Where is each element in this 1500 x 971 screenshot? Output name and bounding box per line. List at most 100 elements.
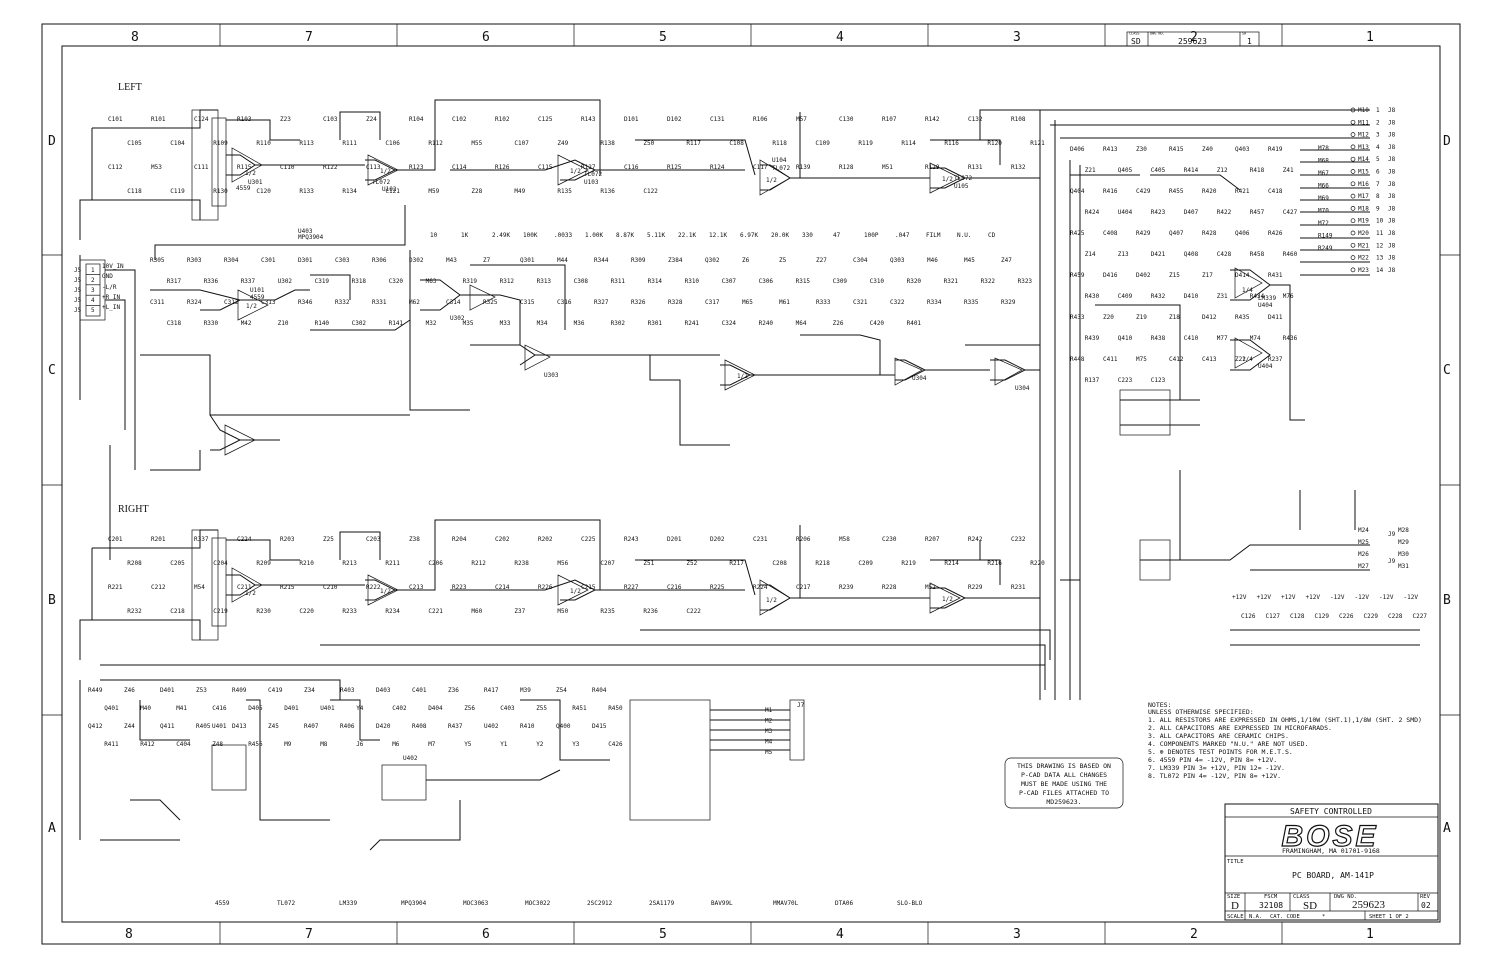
zone-col-bottom-4: 4	[836, 927, 844, 942]
ref-designator: R213	[342, 560, 357, 567]
ref-designator: C116	[624, 164, 639, 171]
test-point-marker	[1350, 144, 1356, 150]
ref-designator: C107	[514, 140, 529, 147]
j8-label: J8	[1388, 144, 1396, 151]
u303-label: U303	[544, 372, 559, 379]
ref-designator: R414	[1184, 167, 1199, 174]
tb-dwg-label: DWG NO.	[1334, 894, 1357, 900]
ref-designator: Q302	[705, 257, 720, 264]
ref-designator: R223	[452, 584, 467, 591]
ref-designator: Z14	[1085, 251, 1096, 258]
ref-designator: C101	[108, 116, 123, 123]
ref-designator: M60	[471, 608, 482, 615]
ref-designator: R438	[1151, 335, 1166, 342]
j8-label: J8	[1388, 193, 1396, 200]
ref-designator: 1.00K	[585, 232, 603, 239]
ref-designator: R449	[88, 687, 103, 694]
rev-value: 02	[1421, 901, 1431, 910]
j8-test-point: M17	[1358, 193, 1369, 200]
test-point-marker	[1350, 242, 1356, 248]
ref-designator: C104	[170, 140, 185, 147]
decoupling-cap-ref: C228	[1388, 613, 1403, 620]
ref-designator: Z18	[1169, 314, 1180, 321]
ref-designator: R328	[668, 299, 683, 306]
test-point-marker	[1350, 230, 1356, 236]
zone-col-top-4: 4	[836, 30, 844, 45]
j8-test-point: M10	[1358, 107, 1369, 114]
j5-label-1: J5	[74, 267, 82, 274]
ref-designator: C317	[705, 299, 720, 306]
ref-designator: R114	[901, 140, 916, 147]
j8-test-point: M16	[1358, 181, 1369, 188]
j9-test-point: M28	[1398, 527, 1409, 534]
ref-designator: R406	[340, 723, 355, 730]
zone-col-bottom-2: 2	[1190, 927, 1198, 942]
ref-designator: C231	[753, 536, 768, 543]
ref-designator: C428	[1217, 251, 1232, 258]
u301-half: 1/2	[245, 170, 256, 177]
ref-designator: M39	[520, 687, 531, 694]
zone-col-bottom-7: 7	[305, 927, 313, 942]
ref-designator: R455	[1169, 188, 1184, 195]
j8-label: J8	[1388, 230, 1396, 237]
ref-designator: C207	[600, 560, 615, 567]
ref-designator: R304	[224, 257, 239, 264]
j9-test-point: M29	[1398, 539, 1409, 546]
zone-col-bottom-8: 8	[125, 927, 133, 942]
u404-type: LM339	[1258, 295, 1276, 302]
ref-designator: R117	[686, 140, 701, 147]
j5-label-2: J5	[74, 277, 82, 284]
ref-designator: R458	[1250, 251, 1265, 258]
ref-designator: R403	[340, 687, 355, 694]
ref-designator: Q403	[1235, 146, 1250, 153]
pcad-line-4: MD259623.	[1046, 798, 1081, 806]
ref-designator: Y4	[356, 705, 364, 712]
ref-designator: R431	[1268, 272, 1283, 279]
ref-designator: 5.11K	[647, 232, 665, 239]
ref-designator: M33	[500, 320, 511, 327]
ref-designator: R235	[600, 608, 615, 615]
ref-designator: R460	[1283, 251, 1298, 258]
rev-label: REV	[1420, 894, 1431, 900]
ref-designator: C103	[323, 116, 338, 123]
u201-half: 1/2	[245, 590, 256, 597]
j7-test-point: M5	[765, 749, 773, 756]
u301-label: U301	[248, 179, 263, 186]
j9-label: J9	[1388, 531, 1396, 538]
ref-designator: R209	[256, 560, 271, 567]
notes-heading: NOTES:	[1148, 701, 1171, 709]
mid-section-wiring	[79, 250, 1041, 560]
ref-designator: R426	[1268, 230, 1283, 237]
ref-designator: 330	[802, 232, 813, 239]
ref-designator: D402	[1136, 272, 1151, 279]
ref-designator: Z55	[536, 705, 547, 712]
ref-designator: R124	[710, 164, 725, 171]
u404b-quarter: 1/4	[1242, 356, 1253, 363]
ref-designator: M42	[241, 320, 252, 327]
ref-designator: R126	[495, 164, 510, 171]
j8-label: J8	[1388, 267, 1396, 274]
ref-designator: Q412	[88, 723, 103, 730]
ref-designator: C202	[495, 536, 510, 543]
u404-quarter: 1/4	[1242, 287, 1253, 294]
ref-designator: R121	[1030, 140, 1045, 147]
ref-designator: Z45	[268, 723, 279, 730]
ref-designator: R435	[1235, 314, 1250, 321]
u101-type: 4559	[250, 294, 265, 301]
ref-designator: R344	[594, 257, 609, 264]
size-value: D	[1231, 900, 1239, 912]
ref-designator: C114	[452, 164, 467, 171]
ref-designator: C304	[853, 257, 868, 264]
ref-designator: R110	[256, 140, 271, 147]
ref-designator: C302	[352, 320, 367, 327]
ref-designator: C211	[237, 584, 252, 591]
drawing-frame	[61, 45, 1441, 923]
zone-col-top-1: 1	[1366, 30, 1374, 45]
ref-designator: U404	[1118, 209, 1133, 216]
ref-designator: R113	[299, 140, 314, 147]
